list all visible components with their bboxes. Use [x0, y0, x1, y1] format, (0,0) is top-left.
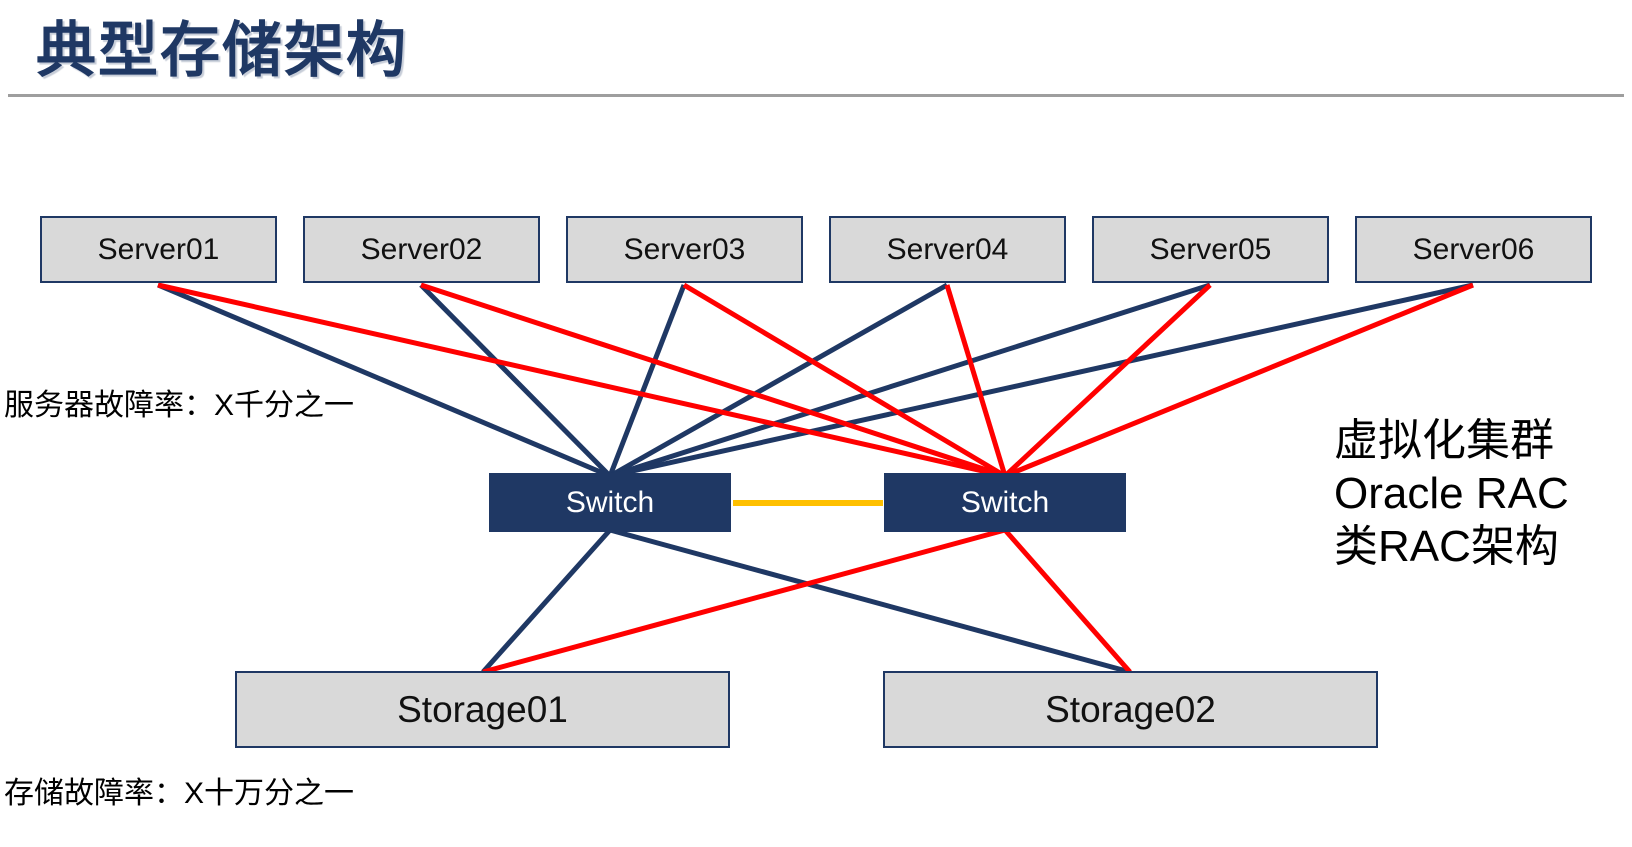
connection-server01-switch-a	[157, 282, 611, 479]
switch-a-node: Switch	[489, 473, 731, 532]
page-title: 典型存储架构	[36, 17, 408, 84]
connection-server03-switch-b	[682, 282, 1007, 479]
server06-node: Server06	[1355, 216, 1592, 283]
connection-server05-switch-b	[1003, 283, 1212, 478]
connection-server06-switch-a	[609, 282, 1474, 479]
server-failure-rate-label: 服务器故障率：X千分之一	[4, 389, 355, 422]
storage-failure-rate-label: 存储故障率：X十万分之一	[4, 777, 355, 810]
server04-node: Server04	[829, 216, 1066, 283]
connection-server01-switch-b	[157, 282, 1006, 479]
cluster-note-line-2: Oracle RAC	[1334, 469, 1569, 518]
storage01-node: Storage01	[235, 671, 730, 748]
connection-server05-switch-a	[609, 282, 1211, 479]
cluster-note-line-3: 类RAC架构	[1334, 522, 1559, 571]
connection-server06-switch-b	[1004, 282, 1474, 479]
connection-server04-switch-b	[944, 284, 1008, 477]
connection-switch-a-storage02	[609, 527, 1131, 675]
server05-node: Server05	[1092, 216, 1329, 283]
connection-switch-b-storage02	[1003, 528, 1132, 674]
server02-node: Server02	[303, 216, 540, 283]
cluster-note-line-1: 虚拟化集群	[1334, 416, 1554, 465]
connection-switch-a-storage01	[481, 528, 612, 674]
server01-node: Server01	[40, 216, 277, 283]
title-divider	[8, 94, 1624, 97]
server03-node: Server03	[566, 216, 803, 283]
connection-server02-switch-b	[420, 282, 1006, 479]
cluster-note: 虚拟化集群 Oracle RAC 类RAC架构	[1334, 414, 1569, 573]
connection-switch-b-storage01	[482, 527, 1006, 675]
connection-server02-switch-a	[419, 283, 612, 478]
storage02-node: Storage02	[883, 671, 1378, 748]
connection-server04-switch-a	[608, 282, 949, 479]
connection-server03-switch-a	[607, 284, 687, 477]
switch-b-node: Switch	[884, 473, 1126, 532]
